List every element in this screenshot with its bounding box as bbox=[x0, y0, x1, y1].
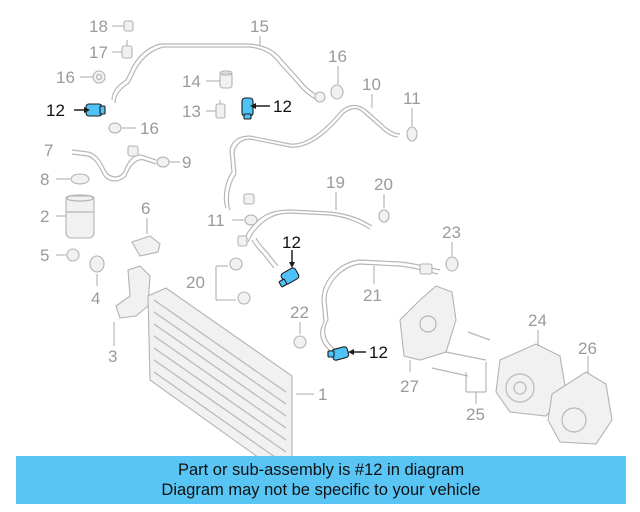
callout-13: 13 bbox=[182, 102, 201, 121]
callout-26: 26 bbox=[578, 339, 597, 358]
part-16-o-ring-right bbox=[330, 66, 344, 100]
callout-6: 6 bbox=[141, 199, 150, 218]
callout-5: 5 bbox=[40, 246, 49, 265]
callout-1: 1 bbox=[318, 385, 327, 404]
part-1-condenser bbox=[147, 287, 314, 471]
footer-line-2: Diagram may not be specific to your vehi… bbox=[161, 481, 481, 499]
callout-9: 9 bbox=[182, 153, 191, 172]
callout-23: 23 bbox=[442, 223, 461, 242]
part-24-compressor bbox=[495, 330, 567, 417]
part-8-o-ring bbox=[56, 173, 90, 185]
callout-14: 14 bbox=[182, 72, 201, 91]
callout-24: 24 bbox=[528, 311, 547, 330]
callout-20-left: 20 bbox=[186, 273, 205, 292]
pressure-switch-12-left[interactable] bbox=[74, 103, 106, 117]
callout-20-top: 20 bbox=[374, 175, 393, 194]
part-9-o-ring bbox=[156, 156, 180, 168]
callout-21: 21 bbox=[363, 286, 382, 305]
pressure-switch-12-top[interactable] bbox=[241, 97, 270, 120]
callout-25: 25 bbox=[466, 405, 485, 424]
callout-12-center: 12 bbox=[282, 233, 301, 252]
callout-15: 15 bbox=[250, 17, 269, 36]
footer-line-1: Part or sub-assembly is #12 in diagram bbox=[177, 461, 465, 479]
callout-12-left: 12 bbox=[46, 101, 65, 120]
part-3-bracket bbox=[113, 265, 151, 346]
hose-10 bbox=[223, 104, 401, 209]
callout-8: 8 bbox=[40, 170, 49, 189]
part-20-o-ring-top bbox=[378, 194, 390, 223]
callout-11-top: 11 bbox=[403, 89, 421, 108]
callout-4: 4 bbox=[91, 289, 100, 308]
part-26-compressor bbox=[547, 356, 613, 445]
part-23-o-ring bbox=[445, 242, 459, 272]
part-22-o-ring bbox=[293, 322, 307, 349]
callout-12-bottom: 12 bbox=[369, 343, 388, 362]
part-18-bolt bbox=[112, 20, 134, 32]
part-4-cap bbox=[89, 255, 105, 286]
callout-19: 19 bbox=[326, 173, 345, 192]
callout-12-top: 12 bbox=[273, 97, 292, 116]
callout-16-top: 16 bbox=[56, 68, 75, 87]
part-6-bracket bbox=[131, 218, 161, 257]
callout-17: 17 bbox=[89, 43, 108, 62]
callout-10: 10 bbox=[362, 75, 381, 94]
footer-banner: Part or sub-assembly is #12 in diagram D… bbox=[16, 456, 626, 504]
part-11-o-ring-lower bbox=[232, 214, 258, 226]
callout-16-mid: 16 bbox=[140, 119, 159, 138]
callout-27: 27 bbox=[400, 377, 419, 396]
part-14-cap bbox=[206, 70, 233, 89]
part-11-o-ring bbox=[406, 108, 418, 142]
callout-2: 2 bbox=[40, 207, 49, 226]
hose-15 bbox=[111, 43, 319, 101]
part-5-plug bbox=[56, 248, 80, 262]
part-16-o-ring-top bbox=[80, 70, 106, 84]
part-25-bolts bbox=[431, 331, 491, 404]
part-27-bracket bbox=[399, 285, 457, 372]
part-17-valve bbox=[112, 40, 133, 59]
callout-22: 22 bbox=[290, 303, 309, 322]
callout-16-right: 16 bbox=[328, 47, 347, 66]
part-16-o-ring-mid bbox=[108, 122, 136, 134]
hose-7 bbox=[71, 149, 157, 178]
part-2-drier bbox=[56, 194, 95, 239]
callout-11-lower: 11 bbox=[207, 211, 225, 230]
part-20-o-rings bbox=[215, 257, 251, 305]
pressure-switch-12-bottom[interactable] bbox=[327, 346, 366, 361]
callout-3: 3 bbox=[108, 347, 117, 366]
callout-18: 18 bbox=[89, 17, 108, 36]
callout-7: 7 bbox=[44, 141, 53, 160]
part-13-valve bbox=[206, 100, 226, 119]
pressure-switch-12-center[interactable] bbox=[278, 250, 300, 288]
